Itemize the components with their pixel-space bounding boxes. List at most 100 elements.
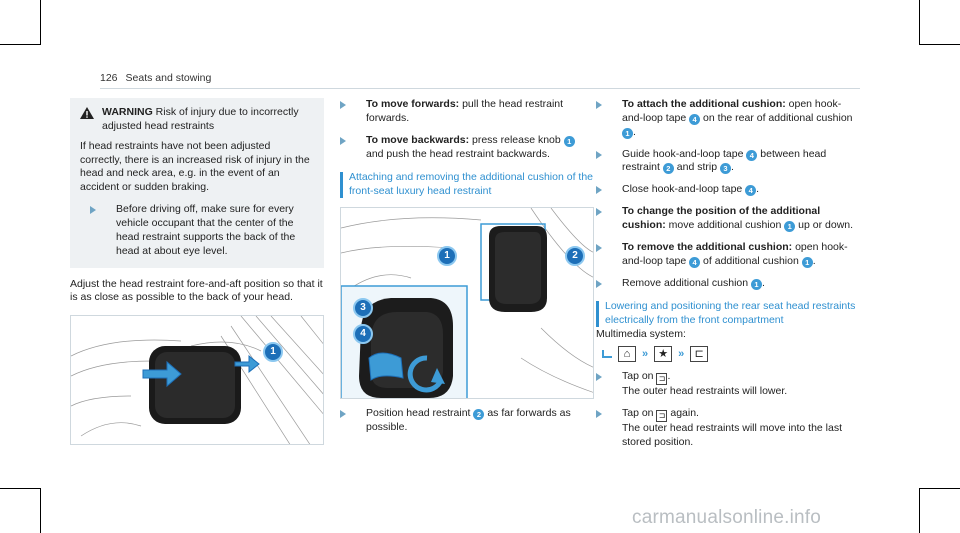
figure-badge: 3: [353, 298, 373, 319]
step-guide-tape: Guide hook-and-loop tape 4 between head …: [596, 148, 858, 176]
callout-badge: 1: [622, 127, 633, 139]
head-restraint-button-icon: ⊐: [656, 409, 668, 422]
crop-mark: [919, 488, 960, 489]
warning-title-text: Risk of injury due to incorrectly adjust…: [102, 106, 299, 132]
header-divider: [100, 88, 860, 89]
callout-badge: 4: [746, 149, 758, 161]
step-text: To remove the additional cushion: open h…: [622, 241, 858, 269]
step-arrow-icon: [596, 409, 612, 418]
step-arrow-icon: [340, 101, 356, 109]
star-icon: ★: [654, 346, 673, 363]
step-arrow-icon: [340, 410, 356, 419]
step-body: on the rear of additional cushion: [700, 111, 853, 124]
crop-mark: [919, 488, 920, 533]
step-body: pull the head restraint forwards.: [366, 98, 564, 124]
step-body: and push the head restraint backwards.: [366, 147, 550, 160]
crop-mark: [0, 44, 41, 45]
figure-badge: 1: [437, 246, 457, 267]
step-arrow-icon: [596, 279, 612, 288]
crop-mark: [40, 488, 41, 533]
home-icon: ⌂: [618, 346, 636, 363]
menu-path: ⌂ » ★ » ⊏: [596, 346, 858, 363]
warning-box: WARNING Risk of injury due to incorrectl…: [70, 98, 324, 268]
callout-badge: 3: [719, 163, 731, 175]
step-text: To change the position of the additional…: [622, 205, 858, 233]
section-name: Seats and stowing: [125, 72, 212, 84]
step-arrow-icon: [596, 373, 612, 382]
cushion-illustration: [341, 208, 593, 399]
step-body: of additional cushion: [700, 254, 802, 267]
step-arrow-icon: [596, 243, 612, 252]
step-body: between head restraint: [622, 147, 827, 174]
step-result: The outer head restraints will lower.: [622, 385, 788, 398]
page-number: 126: [100, 72, 118, 84]
callout-badge: 4: [689, 256, 701, 268]
callout-badge: 1: [801, 256, 813, 268]
step-arrow-icon: [596, 150, 612, 159]
figure-badge: 1: [263, 342, 283, 363]
column-middle: To move forwards: pull the head restrain…: [340, 98, 594, 435]
crop-mark: [40, 0, 41, 45]
step-position-restraint: Position head restraint 2 as far forward…: [340, 407, 594, 435]
warning-step-text: Before driving off, make sure for every …: [116, 203, 296, 257]
callout-badge: 2: [662, 163, 674, 175]
warning-step: Before driving off, make sure for every …: [80, 203, 314, 258]
step-label: To remove the additional cushion:: [622, 240, 793, 253]
step-body: .: [667, 370, 671, 383]
step-attach-cushion: To attach the additional cushion: open h…: [596, 98, 858, 140]
step-remove-cushion: To remove the additional cushion: open h…: [596, 241, 858, 269]
step-body: as far forwards as possible.: [366, 407, 571, 434]
warning-header: WARNING Risk of injury due to incorrectl…: [80, 106, 314, 134]
section-bar: [596, 301, 599, 328]
step-text: Remove additional cushion 1.: [622, 277, 858, 291]
step-body: up or down.: [795, 219, 854, 232]
callout-badge: 1: [784, 221, 796, 233]
step-move-forwards: To move forwards: pull the head restrain…: [340, 98, 594, 126]
head-restraint-illustration: [71, 316, 323, 445]
head-restraint-button-icon: ⊐: [656, 373, 668, 386]
step-close-tape: Close hook-and-loop tape 4.: [596, 183, 858, 197]
adjust-paragraph: Adjust the head restraint fore-and-aft p…: [70, 277, 323, 304]
step-arrow-icon: [596, 101, 612, 109]
callout-badge: 1: [751, 278, 762, 290]
warning-heading: WARNING Risk of injury due to incorrectl…: [102, 106, 314, 134]
step-body: move additional cushion: [665, 219, 785, 232]
cushion-figure: 1 2 3 4: [340, 207, 594, 400]
step-text: Tap on ⊐ again.The outer head restraints…: [622, 407, 858, 450]
step-label: To change the position of the additional…: [622, 205, 821, 232]
figure-badge: 4: [353, 324, 373, 345]
step-text: Close hook-and-loop tape 4.: [622, 183, 858, 197]
multimedia-label: Multimedia system:: [596, 328, 686, 341]
warning-title: WARNING: [102, 106, 153, 118]
step-move-backwards: To move backwards: press release knob 1 …: [340, 134, 594, 162]
step-result: The outer head restraints will move into…: [622, 421, 843, 448]
section-title: Lowering and positioning the rear seat h…: [605, 300, 856, 327]
step-label: To move backwards:: [366, 133, 470, 146]
step-arrow-icon: [596, 208, 612, 217]
crop-mark: [919, 0, 920, 45]
callout-badge: 1: [563, 135, 575, 147]
section-title: Attaching and removing the additional cu…: [349, 171, 593, 198]
step-body: Close hook-and-loop tape: [622, 183, 746, 196]
warning-body: If head restraints have not been adjuste…: [80, 139, 310, 194]
step-tap-lower: Tap on ⊐.The outer head restraints will …: [596, 370, 858, 399]
step-arrow-icon: [90, 206, 106, 215]
step-body: Position head restraint: [366, 407, 474, 420]
figure-badge: 2: [565, 246, 585, 267]
step-label: To attach the additional cushion:: [622, 98, 786, 110]
step-text: To attach the additional cushion: open h…: [622, 98, 858, 140]
callout-badge: 4: [745, 185, 757, 197]
chevron-right-icon: »: [678, 347, 685, 360]
step-body: .: [762, 276, 765, 289]
section-heading: Attaching and removing the additional cu…: [340, 171, 594, 199]
crop-mark: [919, 44, 960, 45]
step-remove-additional: Remove additional cushion 1.: [596, 277, 858, 291]
step-text: Position head restraint 2 as far forward…: [366, 407, 594, 435]
chevron-right-icon: »: [642, 347, 649, 360]
step-body: .: [756, 183, 760, 196]
step-body: Guide hook-and-loop tape: [622, 147, 747, 160]
step-tap-again: Tap on ⊐ again.The outer head restraints…: [596, 407, 858, 450]
step-body: open hook-and-loop tape: [622, 240, 848, 267]
step-arrow-icon: [340, 136, 356, 145]
step-label: To move forwards:: [366, 98, 460, 110]
